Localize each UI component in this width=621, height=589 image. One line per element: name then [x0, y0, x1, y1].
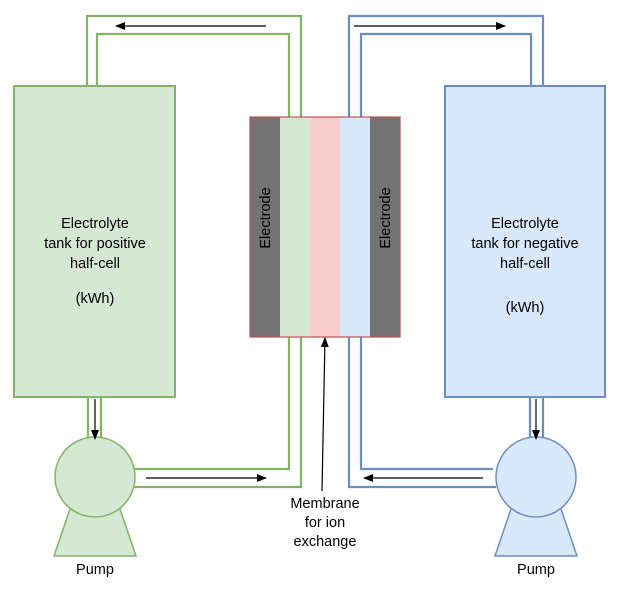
right-electrode — [370, 117, 400, 337]
right-pump-body — [495, 436, 577, 518]
positive-tank: Electrolyte tank for positive half-cell … — [13, 85, 176, 398]
positive-tank-line-1: Electrolyte — [61, 216, 129, 232]
negative-tank: Electrolyte tank for negative half-cell … — [444, 85, 606, 398]
positive-tank-line-2: tank for positive — [44, 236, 146, 252]
left-top-pipe-inner — [95, 32, 291, 117]
membrane — [310, 117, 340, 337]
negative-tank-body — [444, 85, 606, 398]
left-top-pipe-outer — [85, 14, 303, 117]
right-top-pipe-outer — [347, 14, 545, 117]
membrane-pointer-arrow — [320, 337, 329, 492]
positive-tank-line-3: half-cell — [70, 256, 120, 272]
right-bottom-pipe-inner — [359, 337, 493, 471]
left-pipe-system — [85, 14, 303, 489]
left-pump-label: Pump — [76, 562, 114, 578]
negative-tank-line-5: (kWh) — [506, 300, 545, 316]
left-pump-body — [54, 436, 136, 518]
cell-stack: Electrode Electrode — [249, 116, 401, 338]
left-electrode — [250, 117, 280, 337]
right-pipe-system — [347, 14, 545, 489]
negative-tank-line-1: Electrolyte — [491, 216, 559, 232]
right-bottom-pipe-outer — [347, 337, 496, 489]
membrane-label-line-2: for ion — [305, 515, 345, 531]
flow-arrows — [91, 22, 540, 492]
positive-half-cell — [280, 117, 310, 337]
electrode-right-label: Electrode — [378, 187, 394, 248]
positive-tank-body — [13, 85, 176, 398]
negative-tank-line-3: half-cell — [500, 256, 550, 272]
negative-half-cell — [340, 117, 370, 337]
right-top-pipe-inner — [359, 32, 533, 117]
left-bottom-pipe-outer — [130, 337, 303, 489]
left-bottom-pipe-inner — [133, 337, 291, 471]
cell-stack-border — [249, 116, 401, 338]
membrane-label-line-3: exchange — [294, 534, 357, 550]
right-pump-label: Pump — [517, 562, 555, 578]
membrane-label: Membrane for ion exchange — [290, 496, 359, 550]
membrane-label-line-1: Membrane — [290, 496, 359, 512]
right-pump: Pump — [493, 436, 579, 578]
left-pump: Pump — [52, 436, 138, 578]
negative-tank-line-2: tank for negative — [471, 236, 578, 252]
positive-tank-line-5: (kWh) — [76, 291, 115, 307]
electrode-left-label: Electrode — [258, 187, 274, 248]
